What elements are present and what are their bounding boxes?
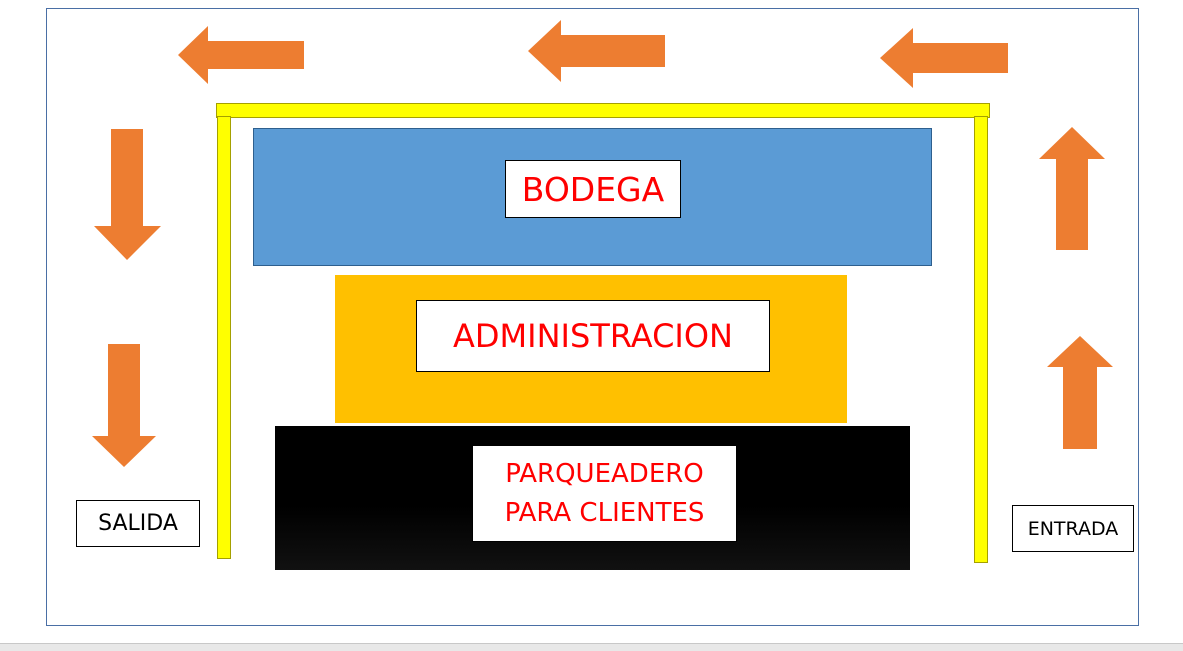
arrow-down-icon [92,344,156,467]
status-bar [0,643,1183,651]
parking-label: PARQUEADERO PARA CLIENTES [472,445,737,542]
bodega-label: BODEGA [505,160,681,218]
parking-label-line2: PARA CLIENTES [504,497,705,528]
admin-label: ADMINISTRACION [416,300,770,372]
bodega-block [253,128,932,266]
arrow-left-icon [528,20,665,82]
yellow-rail-left [217,116,231,559]
arrow-up-icon [1047,336,1113,449]
arrow-left-icon [880,28,1008,88]
arrow-up-icon [1039,127,1105,250]
arrow-left-icon [178,26,304,84]
parking-label-line1: PARQUEADERO [505,458,704,489]
arrow-down-icon [94,129,161,260]
yellow-rail-right [974,116,988,563]
entrance-label: ENTRADA [1012,505,1134,552]
diagram-frame [46,8,1139,626]
exit-label: SALIDA [76,500,200,547]
yellow-rail-top [216,103,990,118]
